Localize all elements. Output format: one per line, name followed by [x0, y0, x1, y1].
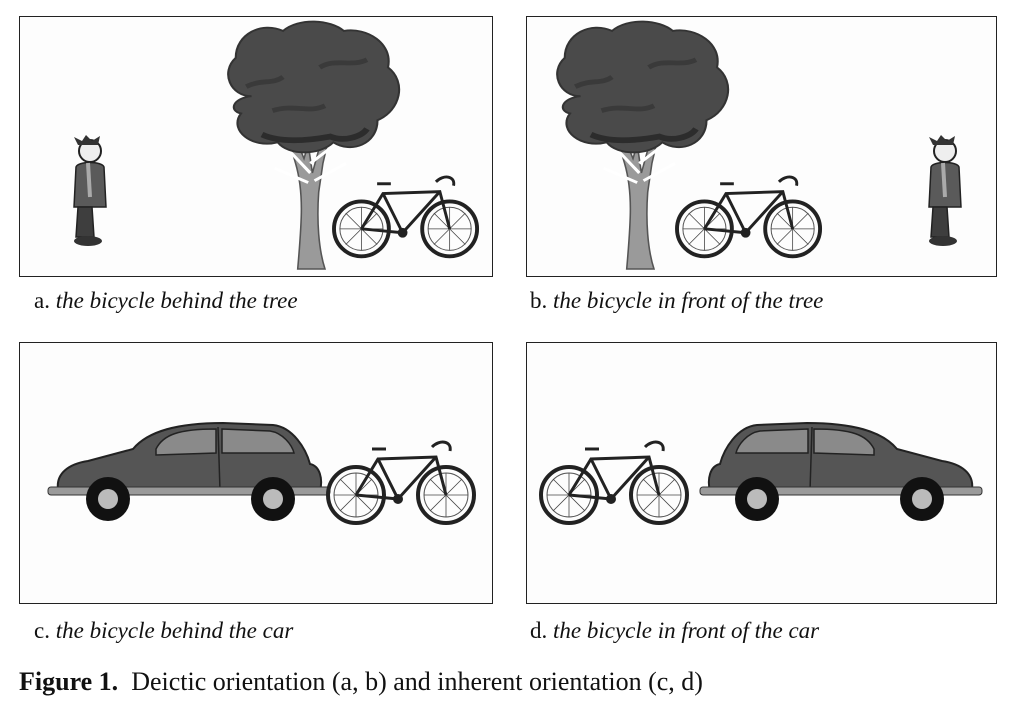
- caption-a-text: the bicycle behind the tree: [55, 288, 298, 313]
- caption-d-text: the bicycle in front of the car: [553, 618, 820, 643]
- caption-b-text: the bicycle in front of the tree: [553, 288, 824, 313]
- caption-c-letter: c.: [34, 618, 50, 643]
- figure-text: Deictic orientation (a, b) and inherent …: [131, 667, 703, 696]
- caption-a: a. the bicycle behind the tree: [34, 288, 298, 314]
- caption-d: d. the bicycle in front of the car: [530, 618, 819, 644]
- caption-a-letter: a.: [34, 288, 50, 313]
- panel-a: [19, 16, 493, 277]
- figure-caption: Figure 1. Deictic orientation (a, b) and…: [19, 667, 703, 697]
- caption-c: c. the bicycle behind the car: [34, 618, 293, 644]
- panel-d: [526, 342, 997, 604]
- caption-b-letter: b.: [530, 288, 548, 313]
- panel-d-illustration: [539, 422, 983, 525]
- panel-a-illustration: [72, 17, 480, 277]
- caption-c-text: the bicycle behind the car: [55, 618, 294, 643]
- caption-b: b. the bicycle in front of the tree: [530, 288, 823, 314]
- panel-c-illustration: [47, 422, 476, 525]
- panel-b-illustration: [527, 17, 963, 277]
- caption-d-letter: d.: [530, 618, 548, 643]
- panel-b: [526, 16, 997, 277]
- panel-c: [19, 342, 493, 604]
- figure-label: Figure 1.: [19, 667, 119, 696]
